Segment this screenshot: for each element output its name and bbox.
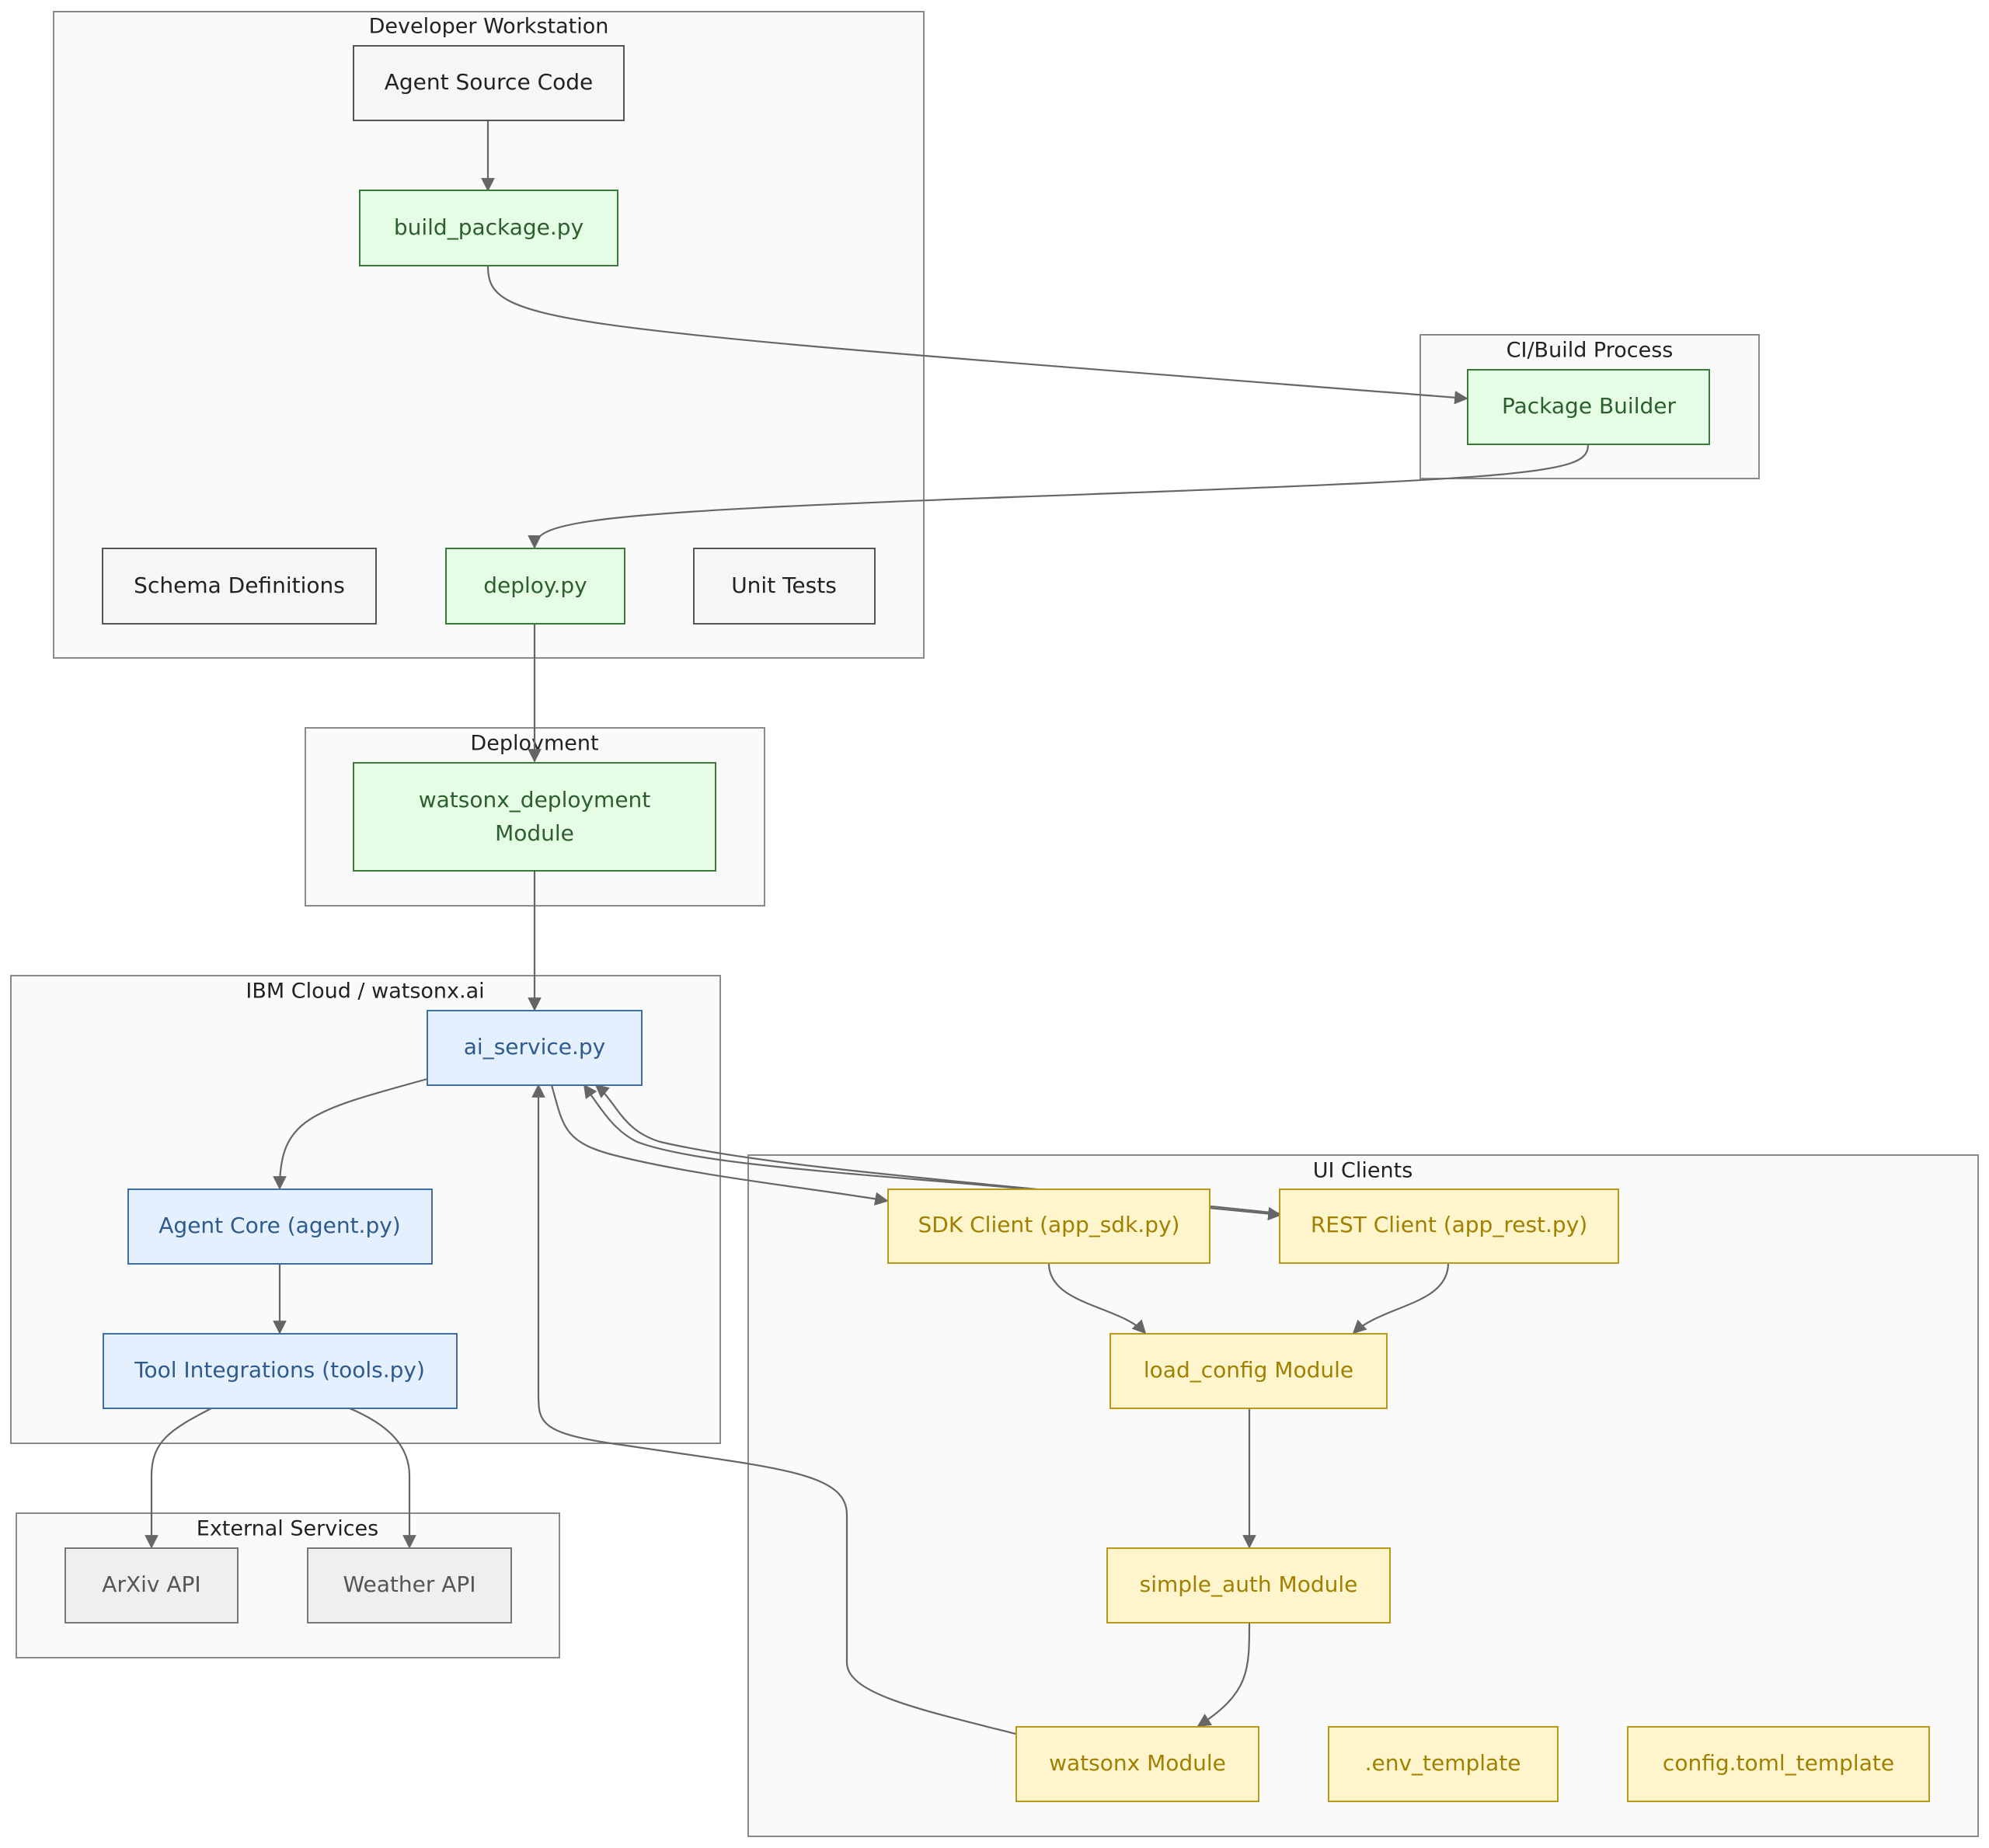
node-label-load-config: load_config Module [1144, 1357, 1353, 1383]
edge-ai-service-to-agent-core [273, 1077, 428, 1190]
cluster-label-external: External Services [197, 1517, 378, 1541]
cluster-label-ui: UI Clients [1313, 1159, 1413, 1183]
node-package-builder[interactable]: Package Builder [1467, 369, 1710, 445]
edges [145, 120, 1590, 1735]
node-label-watsonx-module: watsonx Module [1049, 1750, 1226, 1776]
node-label-schema: Schema Definitions [134, 572, 345, 598]
edge-tools-to-arxiv [145, 1408, 212, 1549]
node-simple-auth[interactable]: simple_auth Module [1106, 1547, 1391, 1624]
edge-tools-to-weather [349, 1407, 416, 1549]
node-label-rest-client: REST Client (app_rest.py) [1311, 1212, 1587, 1237]
node-label-config-toml: config.toml_template [1663, 1750, 1894, 1776]
node-label-weather: Weather API [343, 1571, 475, 1597]
node-label-agent-source: Agent Source Code [385, 69, 594, 95]
edge-simple-auth-to-watsonx [1197, 1622, 1251, 1727]
node-ai-service[interactable]: ai_service.py [427, 1010, 643, 1086]
edge-watsonx-to-ai-service [531, 1084, 1016, 1735]
node-label-agent-core: Agent Core (agent.py) [158, 1213, 400, 1238]
cluster-ui-clients: UI Clients [747, 1154, 1979, 1837]
node-env-template[interactable]: .env_template [1328, 1726, 1559, 1802]
node-label-unit-tests: Unit Tests [731, 572, 837, 598]
node-sdk-client[interactable]: SDK Client (app_sdk.py) [887, 1188, 1210, 1264]
node-label-package-builder: Package Builder [1502, 393, 1676, 419]
node-label-watsonx-deployment-2: Module [495, 820, 574, 846]
edge-package-builder-to-deploy [528, 444, 1590, 549]
edge-rest-to-load-config [1352, 1262, 1450, 1335]
node-agent-core[interactable]: Agent Core (agent.py) [127, 1188, 433, 1265]
edge-ai-service-to-sdk [550, 1084, 889, 1206]
edge-sdk-to-ai-service [583, 1084, 1039, 1192]
node-label-tool-integrations: Tool Integrations (tools.py) [134, 1357, 425, 1383]
node-build-package[interactable]: build_package.py [359, 190, 618, 266]
node-label-build-package: build_package.py [394, 214, 583, 240]
node-watsonx-deployment-module[interactable]: watsonx_deployment Module [353, 762, 716, 872]
cluster-label-ibm: IBM Cloud / watsonx.ai [246, 980, 484, 1004]
node-label-sdk-client: SDK Client (app_sdk.py) [918, 1212, 1180, 1237]
node-load-config[interactable]: load_config Module [1109, 1333, 1388, 1409]
edge-sdk-to-load-config [1047, 1262, 1147, 1335]
node-rest-client[interactable]: REST Client (app_rest.py) [1279, 1188, 1619, 1264]
node-arxiv-api[interactable]: ArXiv API [64, 1547, 239, 1624]
node-label-ai-service: ai_service.py [464, 1034, 605, 1060]
node-unit-tests[interactable]: Unit Tests [693, 548, 876, 625]
edge-build-to-package-builder [486, 265, 1468, 405]
node-label-deploy: deploy.py [483, 572, 587, 598]
node-watsonx-module[interactable]: watsonx Module [1015, 1726, 1259, 1802]
node-agent-source-code[interactable]: Agent Source Code [353, 45, 625, 121]
node-label-watsonx-deployment-1: watsonx_deployment [419, 787, 651, 813]
node-weather-api[interactable]: Weather API [307, 1547, 512, 1624]
node-config-toml-template[interactable]: config.toml_template [1627, 1726, 1930, 1802]
edge-sdk-to-rest [1208, 1206, 1282, 1221]
node-tool-integrations[interactable]: Tool Integrations (tools.py) [103, 1333, 458, 1409]
node-deploy-py[interactable]: deploy.py [445, 548, 625, 625]
node-schema-definitions[interactable]: Schema Definitions [102, 548, 377, 625]
cluster-label-dev: Developer Workstation [369, 15, 609, 39]
node-label-simple-auth: simple_auth Module [1140, 1571, 1358, 1597]
cluster-label-ci: CI/Build Process [1507, 339, 1674, 363]
node-label-env-template: .env_template [1365, 1750, 1521, 1776]
node-label-arxiv: ArXiv API [102, 1571, 200, 1597]
